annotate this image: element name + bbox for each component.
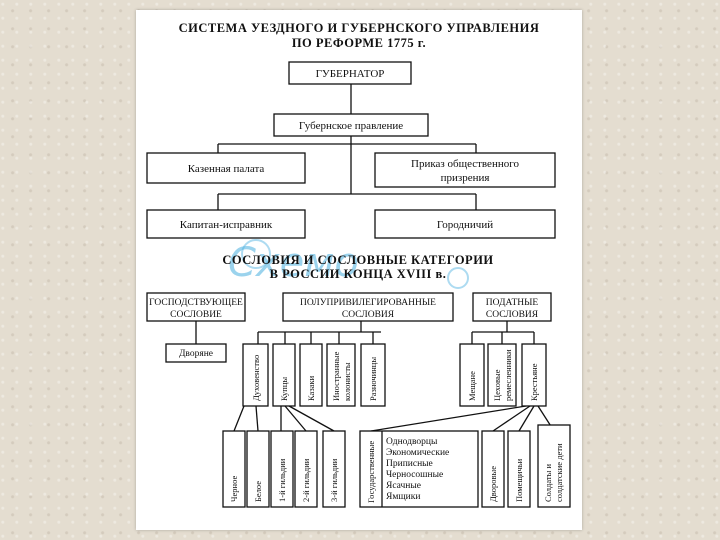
state-list-item: Однодворцы: [386, 437, 438, 447]
soldiers-label-2: солдатские дети: [554, 443, 564, 502]
box-soldiers: Солдаты и солдатские дети: [537, 424, 571, 508]
landlord-label: Помещичьи: [514, 458, 524, 502]
governance-connectors: [217, 84, 477, 210]
raznochintsy-label: Разночинцы: [368, 357, 378, 401]
semi-label-1: ПОЛУПРИВИЛЕГИРОВАННЫЕ: [300, 298, 436, 308]
cossacks-label: Казаки: [306, 375, 316, 401]
charity-label-2: призрения: [441, 172, 490, 184]
semi-label-2: СОСЛОВИЯ: [342, 310, 395, 320]
title-line-2: ПО РЕФОРМЕ 1775 г.: [292, 36, 426, 50]
box-mayor: Городничий: [374, 209, 556, 239]
box-cossacks: Казаки: [299, 343, 323, 407]
dominant-label-2: СОСЛОВИЕ: [170, 310, 222, 320]
box-landlord-peasants: Помещичьи: [507, 430, 531, 508]
guild-artisans-label-1: Цеховые: [492, 369, 502, 401]
box-townsfolk: Мещане: [459, 343, 485, 407]
household-label: Дворовые: [488, 466, 498, 502]
provincial-board-label: Губернское правление: [299, 120, 403, 132]
box-guild-1: 1-й гильдии: [270, 430, 294, 508]
box-state-peasants: Государственные Однодворцы Экономические…: [359, 430, 479, 508]
colonists-label-1: Иностранные: [331, 351, 341, 401]
white-clergy-label: Белое: [253, 481, 263, 502]
box-peasants: Крестьяне: [521, 343, 547, 407]
box-guild-artisans: Цеховые ремесленники: [487, 343, 517, 407]
state-list-item: Ясачные: [386, 481, 421, 491]
box-white-clergy: Белое: [246, 430, 270, 508]
box-semi-privileged: ПОЛУПРИВИЛЕГИРОВАННЫЕ СОСЛОВИЯ: [282, 292, 454, 322]
charity-label-1: Приказ общественного: [411, 158, 519, 170]
dominant-label-1: ГОСПОДСТВУЮЩЕЕ: [149, 298, 243, 308]
colonists-label-2: колонисты: [342, 362, 352, 401]
estates-connectors: [195, 321, 555, 432]
state-peasants-label: Государственные: [366, 441, 376, 503]
box-guild-3: 3-й гильдии: [322, 430, 346, 508]
taxed-label-1: ПОДАТНЫЕ: [486, 298, 539, 308]
box-black-clergy: Черное: [222, 430, 246, 508]
box-guild-2: 2-й гильдии: [294, 430, 318, 508]
guild-3-label: 3-й гильдии: [329, 458, 339, 502]
box-captain: Капитан-исправник: [146, 209, 306, 239]
title-line-1: СИСТЕМА УЕЗДНОГО И ГУБЕРНСКОГО УПРАВЛЕНИ…: [179, 21, 540, 35]
box-merchants: Купцы: [272, 343, 296, 407]
watermark-text: Схемо: [228, 240, 359, 286]
box-dominant-estate: ГОСПОДСТВУЮЩЕЕ СОСЛОВИЕ: [146, 292, 246, 322]
title2-line-2: В РОССИИ КОНЦА XVIII в.: [270, 267, 447, 281]
box-treasury: Казенная палата: [146, 152, 306, 184]
governor-label: ГУБЕРНАТОР: [316, 68, 385, 80]
diagram-svg: СИСТЕМА УЕЗДНОГО И ГУБЕРНСКОГО УПРАВЛЕНИ…: [146, 21, 571, 508]
box-raznochintsy: Разночинцы: [360, 343, 386, 407]
box-charity: Приказ общественного призрения: [374, 152, 556, 188]
box-taxed-estates: ПОДАТНЫЕ СОСЛОВИЯ: [472, 292, 552, 322]
state-list-item: Ямщики: [386, 492, 420, 502]
merchants-label: Купцы: [279, 377, 289, 401]
box-provincial-board: Губернское правление: [273, 113, 429, 137]
black-clergy-label: Черное: [229, 476, 239, 502]
mayor-label: Городничий: [437, 219, 493, 231]
state-list-item: Приписные: [386, 459, 433, 469]
taxed-label-2: СОСЛОВИЯ: [486, 310, 539, 320]
townsfolk-label: Мещане: [467, 371, 477, 401]
box-household-peasants: Дворовые: [481, 430, 505, 508]
box-governor: ГУБЕРНАТОР: [288, 61, 412, 85]
state-list-item: Экономические: [386, 448, 449, 458]
guild-2-label: 2-й гильдии: [301, 458, 311, 502]
nobles-label: Дворяне: [179, 349, 213, 359]
diagram-sheet: СИСТЕМА УЕЗДНОГО И ГУБЕРНСКОГО УПРАВЛЕНИ…: [136, 10, 582, 530]
state-list-item: Черносошные: [386, 470, 443, 480]
box-clergy: Духовенство: [242, 343, 269, 407]
captain-label: Капитан-исправник: [180, 219, 273, 231]
guild-1-label: 1-й гильдии: [277, 458, 287, 502]
box-nobles: Дворяне: [165, 343, 227, 363]
soldiers-label-1: Солдаты и: [543, 464, 553, 502]
box-colonists: Иностранные колонисты: [326, 343, 356, 407]
guild-artisans-label-2: ремесленники: [503, 349, 513, 401]
clergy-label: Духовенство: [251, 355, 261, 401]
peasants-label: Крестьяне: [529, 363, 539, 401]
watermark-logo: Схемо: [228, 239, 469, 289]
treasury-label: Казенная палата: [188, 163, 265, 175]
title2-line-1: СОСЛОВИЯ И СОСЛОВНЫЕ КАТЕГОРИИ: [222, 253, 493, 267]
